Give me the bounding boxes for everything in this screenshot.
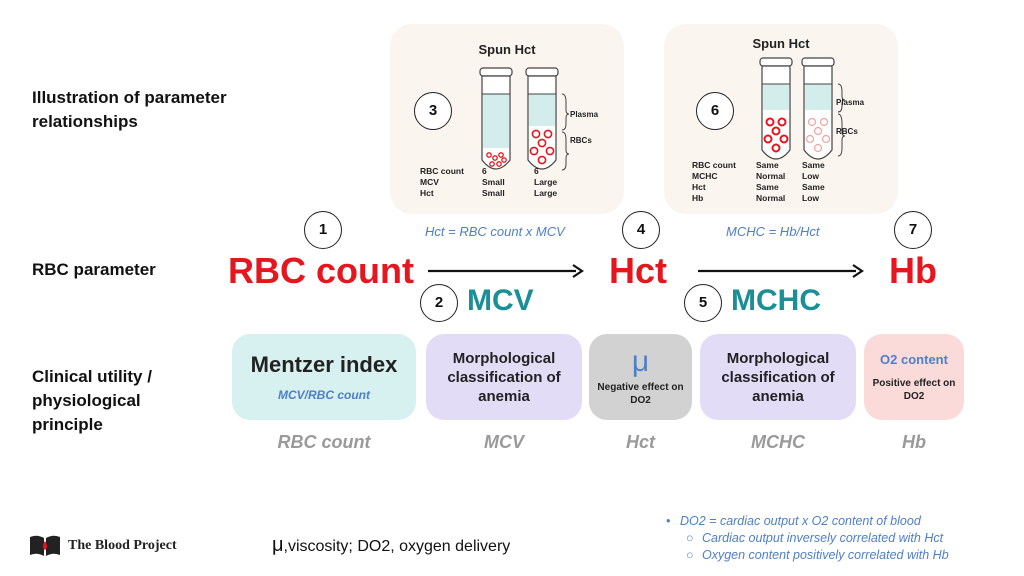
card-text: Negative effect on DO2 [597, 382, 684, 406]
book-logo-icon [30, 535, 60, 556]
table-cell: 6 [482, 166, 487, 176]
row-label-clinical: Clinical utility / physiological princip… [32, 367, 152, 434]
card-hb: O2 content Positive effect on DO2 [864, 334, 964, 420]
plasma-label: Plasma [836, 98, 865, 107]
table-label: RBC count [692, 160, 736, 170]
row-label-illustration: Illustration of parameter relationships [32, 88, 227, 131]
note-sub: ○ Oxygen content positively correlated w… [686, 548, 949, 562]
param-hb: Hb [889, 250, 937, 291]
bottom-label-hb: Hb [902, 432, 926, 452]
step-number-4: 4 [622, 211, 660, 249]
parameter-table: RBC count MCV Hct 6 Small Small 6 Large … [420, 166, 600, 206]
step-number-2: 2 [420, 284, 458, 322]
legend: μ,viscosity; DO2, oxygen delivery [272, 534, 510, 557]
arrow-rbc-to-hct [428, 264, 584, 278]
card-mentzer-index: Mentzer index MCV/RBC count [232, 334, 416, 420]
card-text: Morphological classification of anemia [721, 349, 835, 405]
card-title: Mentzer index [250, 352, 398, 377]
brand-name: The Blood Project [68, 538, 177, 553]
bottom-label-hct: Hct [625, 432, 655, 452]
param-mchc: MCHC [731, 284, 821, 317]
viscosity-symbol-icon: μ [272, 534, 284, 556]
panel-spun-hct-right: Spun Hct 6 Plasma RBCs RBC count MCHC [664, 24, 898, 214]
step-number-5: 5 [684, 284, 722, 322]
table-label: MCV [420, 177, 439, 187]
table-cell: Same [756, 182, 779, 192]
table-cell: Same [802, 182, 825, 192]
table-label: RBC count [420, 166, 464, 176]
table-label: Hct [420, 188, 434, 198]
plasma-label: Plasma [570, 110, 599, 119]
note-main: • DO2 = cardiac output x O2 content of b… [666, 514, 921, 528]
notes-list: • DO2 = cardiac output x O2 content of b… [664, 513, 1020, 564]
param-hct: Hct [609, 250, 668, 291]
table-cell: 6 [534, 166, 539, 176]
bottom-label-mchc: MCHC [751, 432, 805, 452]
viscosity-icon: μ [631, 345, 650, 378]
bottom-label-mcv: MCV [484, 432, 524, 452]
test-tubes-icon [479, 67, 570, 171]
legend-text: ,viscosity; DO2, oxygen delivery [283, 538, 511, 555]
card-subtitle: MCV/RBC count [278, 388, 370, 402]
card-text: Morphological classification of anemia [447, 349, 561, 405]
rbcs-label: RBCs [836, 127, 858, 136]
test-tubes-icon [759, 57, 846, 160]
step-number-6: 6 [696, 92, 734, 130]
table-cell: Same [756, 160, 779, 170]
card-text: Positive effect on DO2 [872, 377, 956, 402]
table-cell: Same [802, 160, 825, 170]
card-title: O2 content [880, 351, 948, 367]
note-sub: ○ Cardiac output inversely correlated wi… [686, 531, 944, 545]
table-cell: Small [482, 177, 505, 187]
table-cell: Large [534, 188, 558, 198]
parameter-table: RBC count MCHC Hct Hb Same Normal Same N… [692, 160, 882, 208]
panel-title: Spun Hct [752, 36, 810, 51]
table-cell: Normal [756, 171, 786, 181]
panel-spun-hct-left: Spun Hct 3 Plasma RBCs RBC count MCV [390, 24, 624, 214]
step-number-3: 3 [414, 92, 452, 130]
param-mcv: MCV [467, 284, 534, 317]
table-cell: Low [802, 171, 819, 181]
param-rbc-count: RBC count [228, 250, 414, 291]
card-mchc: Morphological classification of anemia [700, 334, 856, 420]
step-number-1: 1 [304, 211, 342, 249]
table-label: Hct [692, 182, 706, 192]
arrow-hct-to-hb [698, 264, 864, 278]
bottom-label-rbc-count: RBC count [277, 432, 371, 452]
step-number-7: 7 [894, 211, 932, 249]
table-label: MCHC [692, 171, 718, 181]
card-mcv: Morphological classification of anemia [426, 334, 582, 420]
table-cell: Large [534, 177, 558, 187]
formula-hct: Hct = RBC count x MCV [425, 224, 565, 239]
table-cell: Low [802, 193, 819, 203]
table-cell: Small [482, 188, 505, 198]
panel-title: Spun Hct [478, 42, 536, 57]
card-hct: μ Negative effect on DO2 [589, 334, 692, 420]
table-label: Hb [692, 193, 704, 203]
rbcs-label: RBCs [570, 136, 592, 145]
formula-mchc: MCHC = Hb/Hct [726, 224, 820, 239]
row-label-rbc-parameter: RBC parameter [32, 260, 156, 279]
table-cell: Normal [756, 193, 786, 203]
